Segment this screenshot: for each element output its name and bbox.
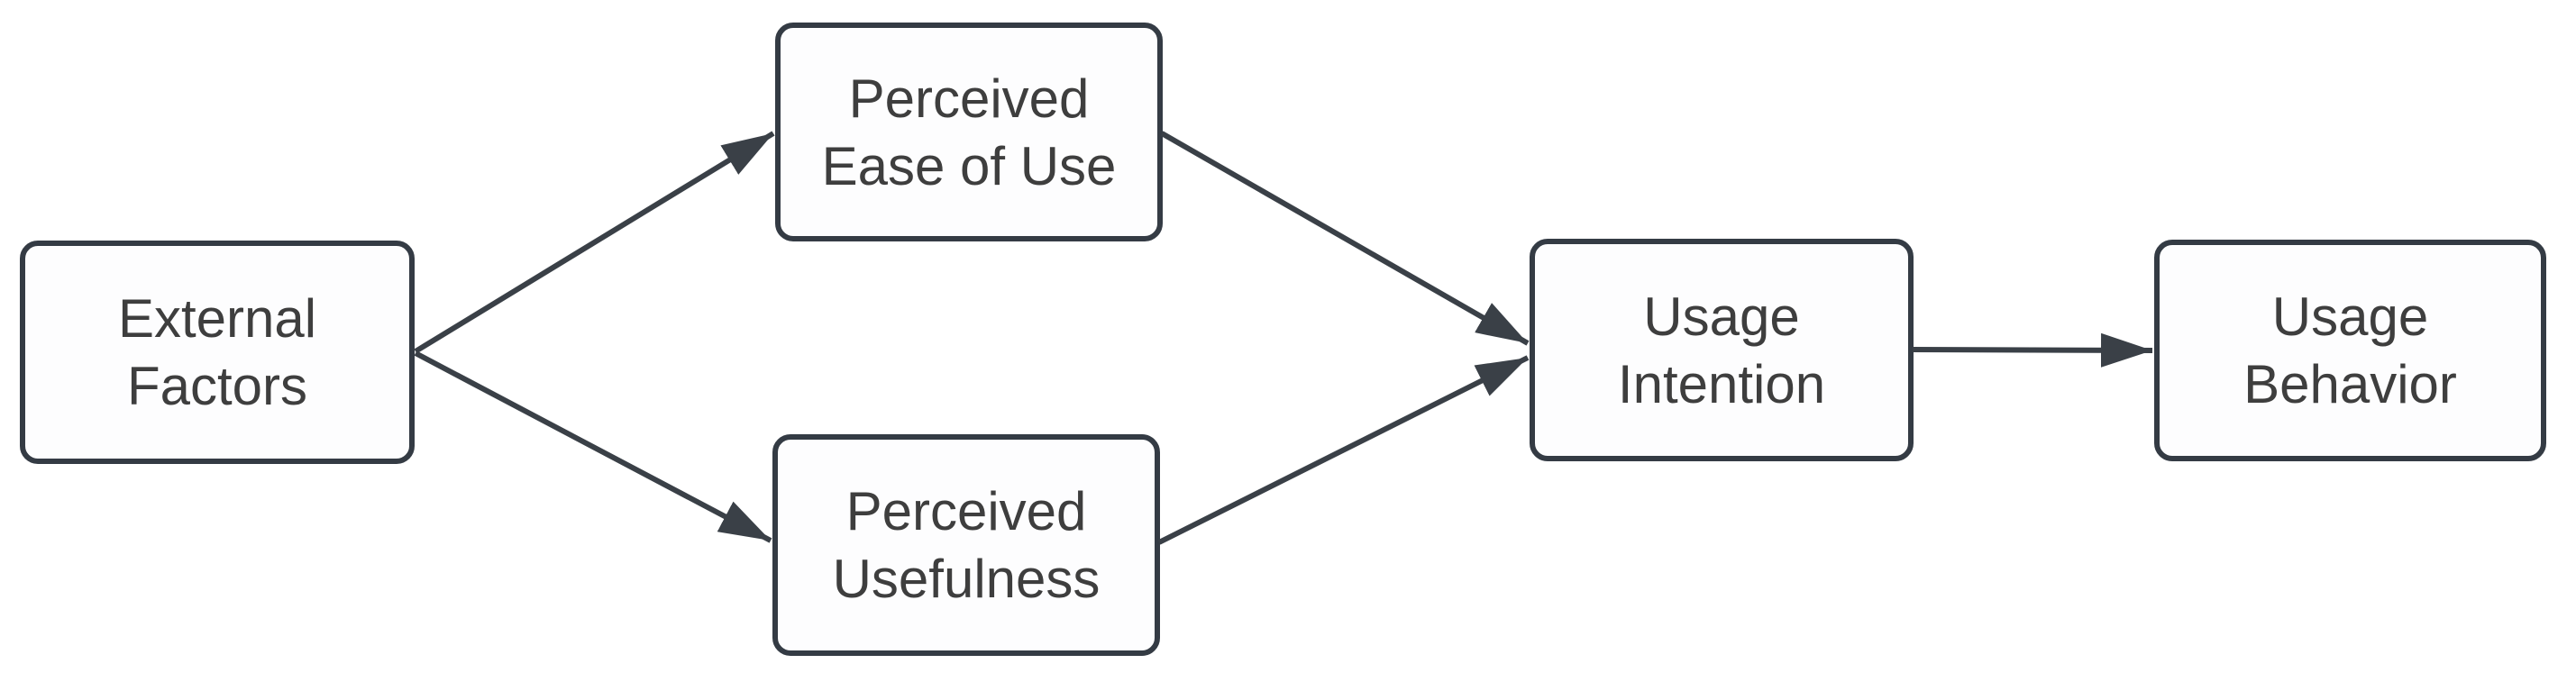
node-usage-behavior: Usage Behavior	[2154, 240, 2546, 461]
label-line: Perceived	[848, 68, 1090, 129]
label-line: Perceived	[845, 481, 1087, 541]
node-usage-intention: Usage Intention	[1530, 239, 1914, 461]
edge-perceived-ease-of-use-to-usage-intention	[1160, 131, 1530, 346]
node-perceived-ease-of-use: Perceived Ease of Use	[775, 23, 1163, 241]
label-line: Intention	[1617, 353, 1826, 414]
node-perceived-usefulness-label: Perceived Usefulness	[833, 477, 1101, 613]
node-external-factors: External Factors	[20, 241, 415, 464]
node-usage-intention-label: Usage Intention	[1618, 283, 1825, 418]
label-line: Usage	[1643, 286, 1800, 347]
edge-external-factors-to-perceived-ease-of-use	[414, 131, 775, 354]
node-perceived-usefulness: Perceived Usefulness	[772, 434, 1160, 656]
label-line: Usage	[2271, 286, 2429, 347]
label-line: Usefulness	[832, 549, 1101, 609]
label-line: Ease of Use	[821, 135, 1117, 196]
edge-perceived-usefulness-to-usage-intention	[1157, 355, 1530, 545]
node-perceived-ease-of-use-label: Perceived Ease of Use	[822, 65, 1117, 200]
edge-external-factors-to-perceived-usefulness	[414, 350, 772, 543]
label-line: Behavior	[2243, 354, 2457, 414]
node-usage-behavior-label: Usage Behavior	[2243, 283, 2457, 418]
label-line: External	[117, 288, 317, 349]
label-line: Factors	[126, 356, 308, 416]
node-external-factors-label: External Factors	[118, 285, 316, 420]
